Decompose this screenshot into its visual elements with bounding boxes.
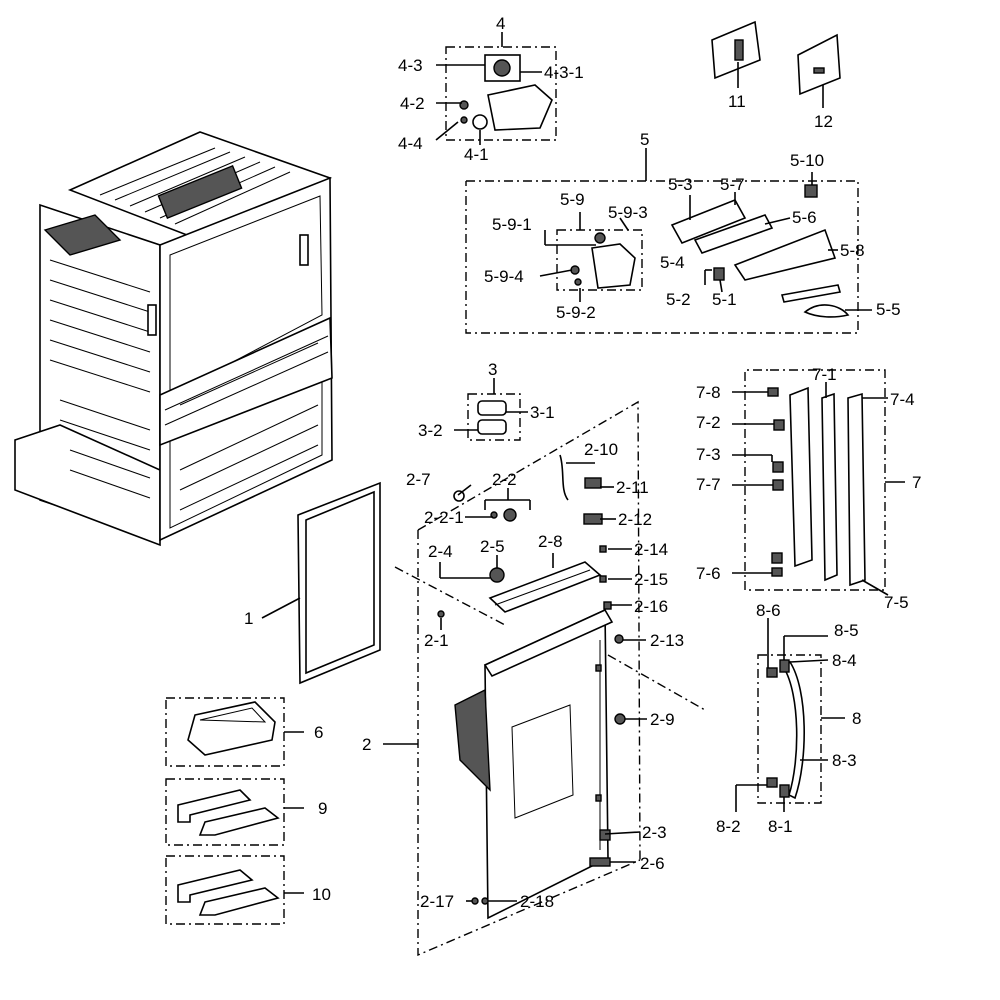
label-2-12: 2-12 [618, 510, 652, 529]
label-2-4: 2-4 [428, 542, 453, 561]
label-5-3: 5-3 [668, 175, 693, 194]
label-2-6: 2-6 [640, 854, 665, 873]
label-7-5: 7-5 [884, 593, 909, 612]
label-5-9-3: 5-9-3 [608, 203, 648, 222]
label-8-3: 8-3 [832, 751, 857, 770]
part-group-4: 4 4-3 4-3-1 4-2 4-4 4-1 [398, 14, 584, 164]
label-7-1: 7-1 [812, 365, 837, 384]
label-7-4: 7-4 [890, 390, 915, 409]
label-2-11: 2-11 [616, 478, 649, 497]
label-5-2: 5-2 [666, 290, 691, 309]
part-group-9: 9 [165, 778, 327, 846]
label-2-7: 2-7 [406, 470, 431, 489]
label-4-3-1: 4-3-1 [544, 63, 584, 82]
label-2-15: 2-15 [634, 570, 668, 589]
label-8-5: 8-5 [834, 621, 859, 640]
label-2-17: 2-17 [420, 892, 454, 911]
label-7-8: 7-8 [696, 383, 721, 402]
label-5-10: 5-10 [790, 151, 824, 170]
label-5: 5 [640, 130, 649, 149]
label-7-2: 7-2 [696, 413, 721, 432]
label-4-3: 4-3 [398, 56, 423, 75]
part-11: 11 [711, 20, 761, 111]
label-3-2: 3-2 [418, 421, 443, 440]
label-5-1: 5-1 [712, 290, 737, 309]
label-2-9: 2-9 [650, 710, 675, 729]
label-8: 8 [852, 709, 861, 728]
door-assembly: 2 2-7 2-2 2- [362, 400, 706, 957]
label-3: 3 [488, 360, 497, 379]
label-5-5: 5-5 [876, 300, 901, 319]
label-7: 7 [912, 473, 921, 492]
label-2-2: 2-2 [492, 470, 517, 489]
label-3-1: 3-1 [530, 403, 555, 422]
label-5-9-4: 5-9-4 [484, 267, 524, 286]
label-5-9-2: 5-9-2 [556, 303, 596, 322]
label-8-2: 8-2 [716, 817, 741, 836]
label-5-7: 5-7 [720, 175, 745, 194]
part-12: 12 [797, 33, 841, 131]
refrigerator-cabinet [14, 131, 333, 547]
label-6: 6 [314, 723, 323, 742]
label-2-13: 2-13 [650, 631, 684, 650]
label-9: 9 [318, 799, 327, 818]
label-2-10: 2-10 [584, 440, 618, 459]
label-5-4: 5-4 [660, 253, 685, 272]
label-5-9-1: 5-9-1 [492, 215, 532, 234]
label-1: 1 [244, 609, 253, 628]
part-group-8: 8-6 8-5 8-4 8 8-3 8-2 8-1 [716, 601, 861, 836]
label-2-8: 2-8 [538, 532, 563, 551]
label-2-2-1: 2-2-1 [424, 508, 464, 527]
label-11: 11 [728, 92, 746, 111]
part-group-7: 7-8 7-1 7-4 7-2 7-3 7-7 7 7-6 7-5 [696, 365, 921, 612]
part-group-3: 3 3-1 3-2 [418, 360, 555, 441]
label-7-6: 7-6 [696, 564, 721, 583]
part-group-10: 10 [165, 855, 331, 925]
label-2-3: 2-3 [642, 823, 667, 842]
label-5-9: 5-9 [560, 190, 585, 209]
label-5-6: 5-6 [792, 208, 817, 227]
label-7-3: 7-3 [696, 445, 721, 464]
label-2: 2 [362, 735, 371, 754]
label-2-16: 2-16 [634, 597, 668, 616]
part-group-6: 6 [165, 697, 323, 767]
label-4-2: 4-2 [400, 94, 425, 113]
part-group-5: 5 5-9 5-9-3 5-9-1 5-9-4 5-9-2 5 [465, 130, 901, 334]
label-7-7: 7-7 [696, 475, 721, 494]
label-2-1: 2-1 [424, 631, 449, 650]
label-4-1: 4-1 [464, 145, 489, 164]
label-2-18: 2-18 [520, 892, 554, 911]
label-8-6: 8-6 [756, 601, 781, 620]
label-4: 4 [496, 14, 505, 33]
door-gasket: 1 [244, 481, 381, 685]
label-12: 12 [814, 112, 833, 131]
label-8-1: 8-1 [768, 817, 793, 836]
label-8-4: 8-4 [832, 651, 857, 670]
label-4-4: 4-4 [398, 134, 423, 153]
label-5-8: 5-8 [840, 241, 865, 260]
label-10: 10 [312, 885, 331, 904]
label-2-14: 2-14 [634, 540, 668, 559]
label-2-5: 2-5 [480, 537, 505, 556]
